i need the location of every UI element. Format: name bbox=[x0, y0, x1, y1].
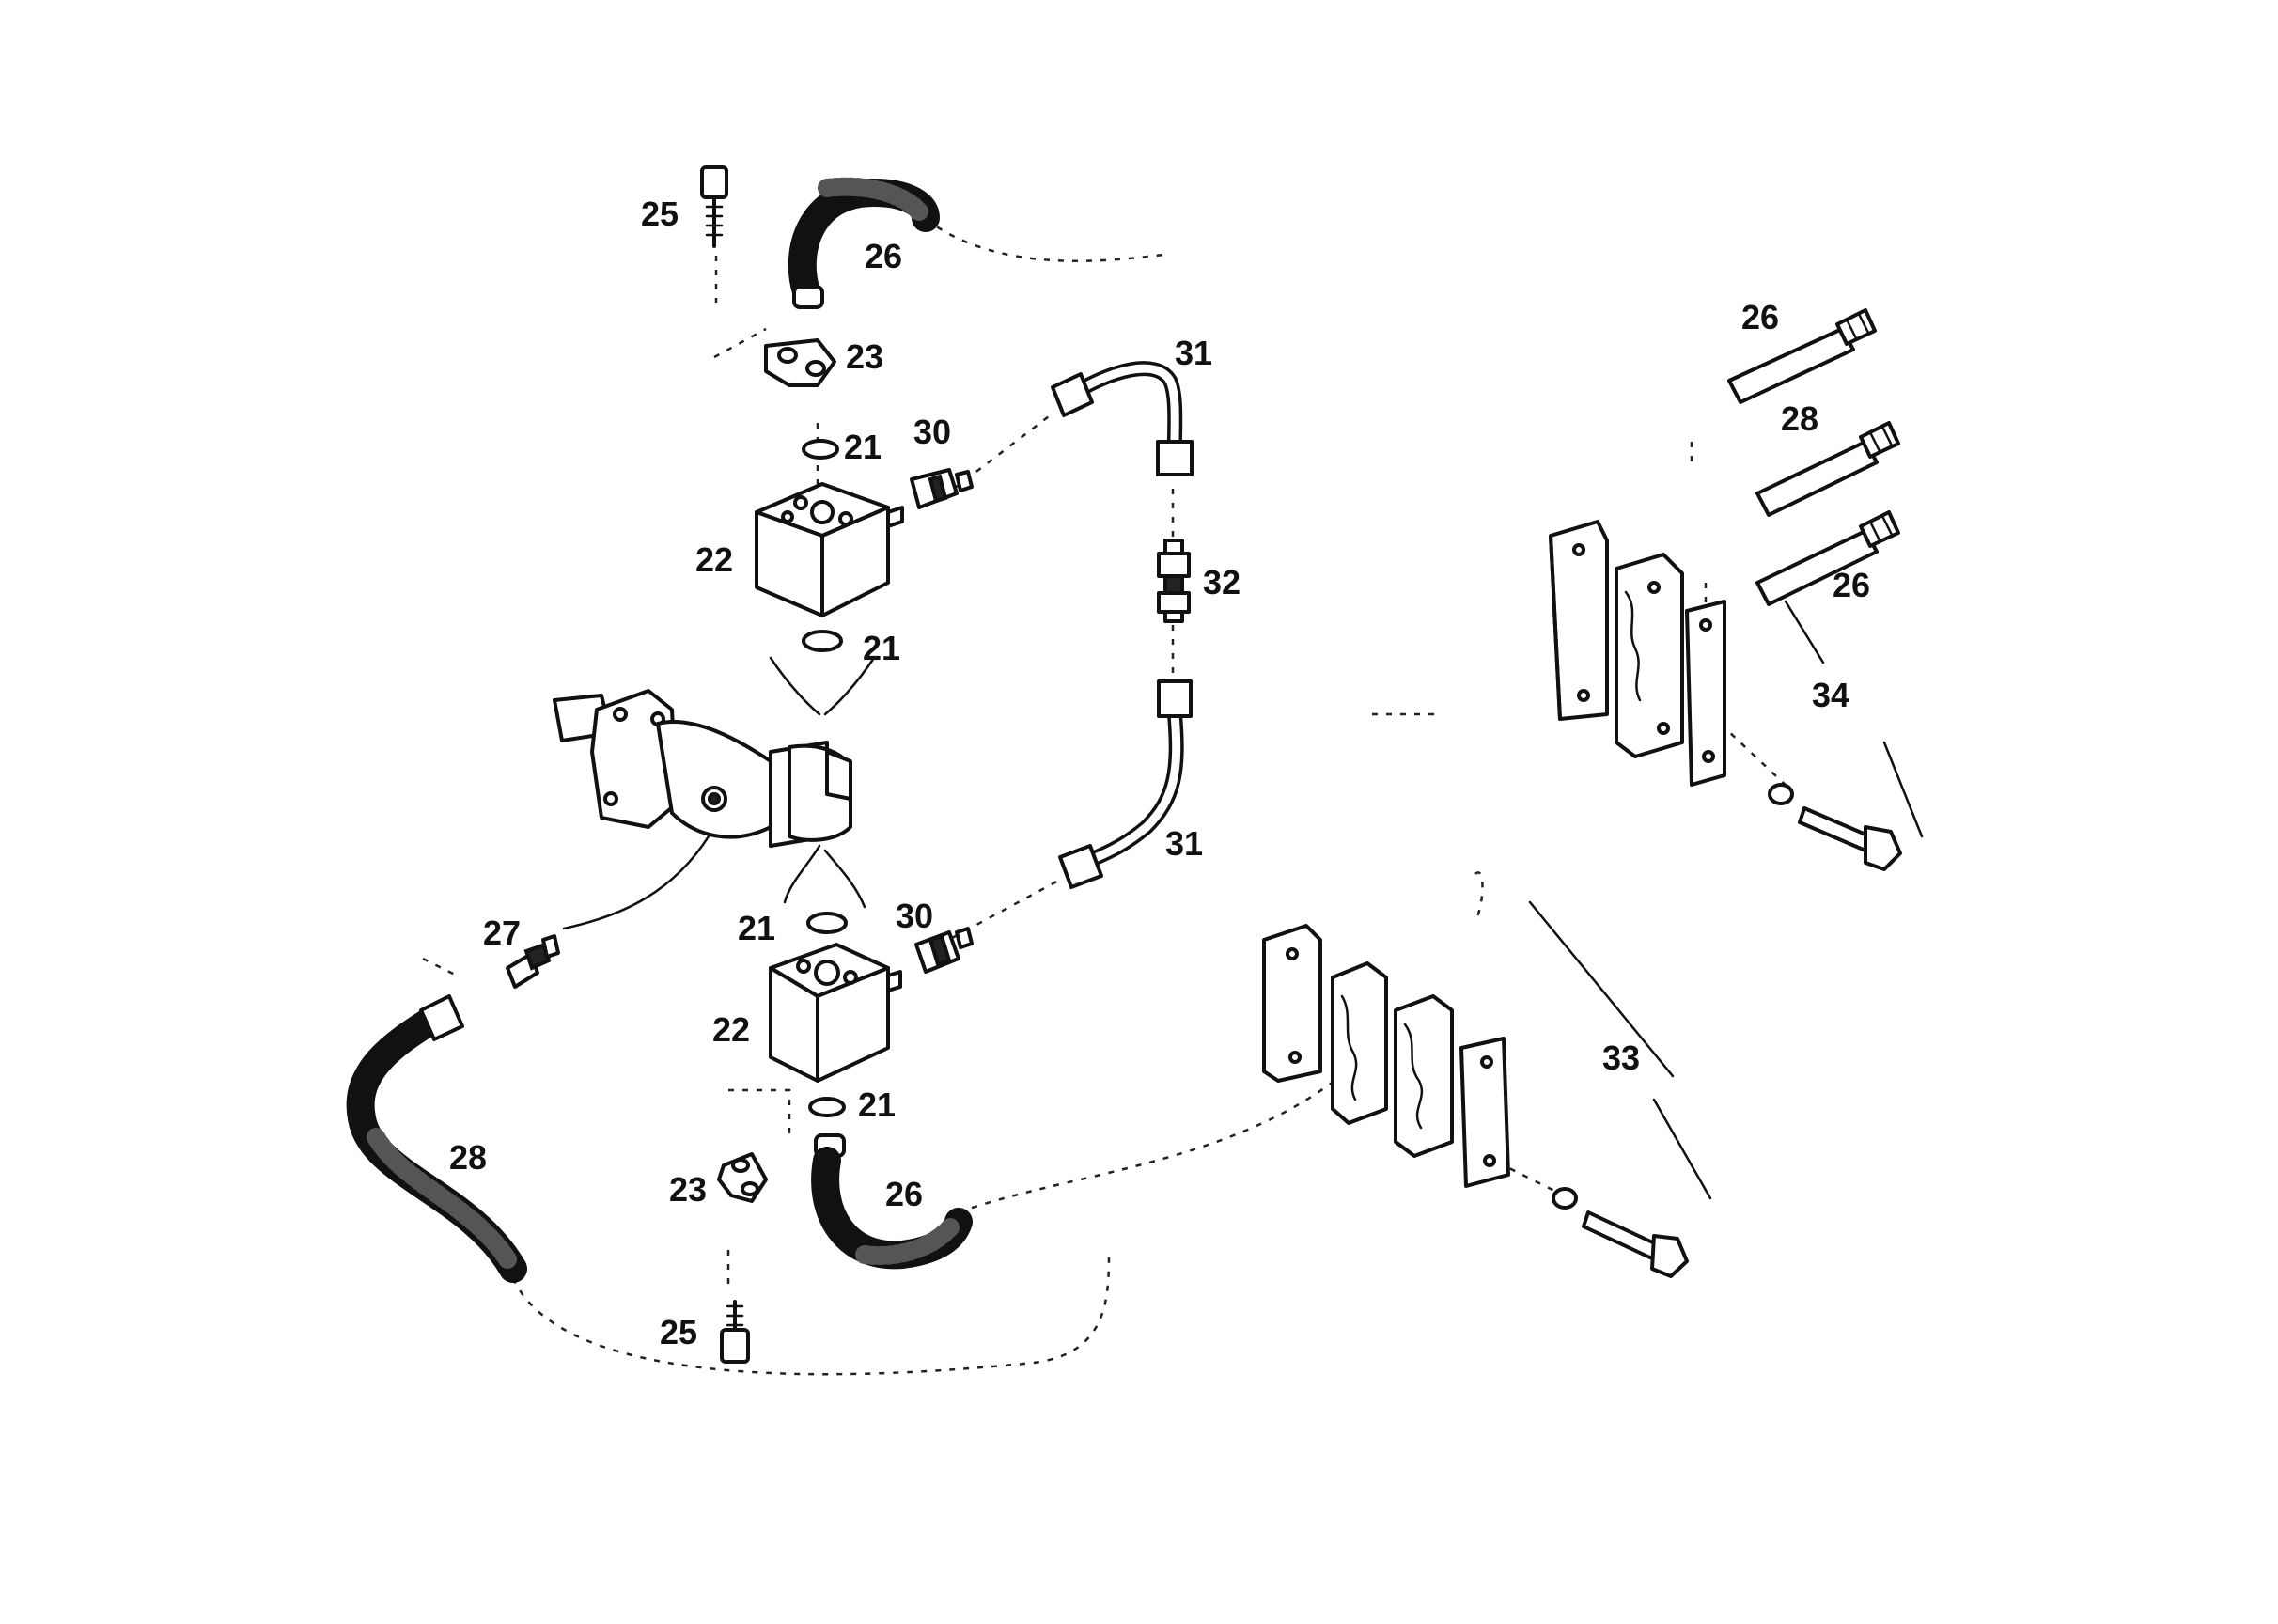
callout-22-bottom: 22 bbox=[712, 1010, 751, 1049]
bolt-25-top bbox=[700, 165, 728, 248]
callout-30-top: 30 bbox=[913, 413, 952, 451]
callout-21-c: 21 bbox=[738, 909, 776, 947]
callout-21-d: 21 bbox=[858, 1085, 897, 1124]
o-ring-21-b bbox=[802, 630, 843, 652]
callout-34: 34 bbox=[1812, 676, 1850, 714]
pump-housing bbox=[553, 689, 852, 848]
callout-33: 33 bbox=[1602, 1038, 1641, 1077]
callout-22-top: 22 bbox=[695, 540, 734, 579]
callout-25-bottom: 25 bbox=[660, 1313, 698, 1351]
callout-26-top: 26 bbox=[865, 237, 903, 275]
clamp-assembly-34 bbox=[1549, 520, 1902, 871]
clamp-23-top bbox=[764, 338, 836, 387]
callout-21-a: 21 bbox=[844, 428, 882, 466]
fitting-30-bottom bbox=[914, 927, 974, 974]
callout-30-bottom: 30 bbox=[896, 897, 934, 935]
callout-25-top: 25 bbox=[641, 195, 679, 233]
hose-26-bottom bbox=[811, 1133, 973, 1270]
callout-31-bottom: 31 bbox=[1165, 824, 1204, 863]
callout-23-top: 23 bbox=[846, 337, 884, 376]
hose-28-left bbox=[346, 994, 527, 1283]
callout-21-b: 21 bbox=[863, 629, 901, 667]
clamp-23-bottom bbox=[717, 1152, 768, 1203]
callout-26-bottom: 26 bbox=[885, 1175, 924, 1213]
callout-31-top: 31 bbox=[1175, 334, 1213, 372]
callout-28-right: 28 bbox=[1781, 399, 1819, 438]
tube-31-top bbox=[1051, 361, 1194, 476]
tube-31-bottom bbox=[1058, 679, 1193, 889]
hose-end-28-right bbox=[1755, 421, 1900, 517]
callout-32: 32 bbox=[1203, 563, 1241, 601]
valve-block-22-bottom bbox=[769, 943, 902, 1083]
callout-26-right-a: 26 bbox=[1741, 298, 1780, 336]
hose-26-top bbox=[788, 177, 940, 309]
leader-lines bbox=[562, 600, 1924, 1200]
o-ring-21-a bbox=[802, 439, 839, 460]
callout-27: 27 bbox=[483, 914, 522, 952]
callout-23-bottom: 23 bbox=[669, 1170, 708, 1209]
o-ring-21-d bbox=[808, 1097, 846, 1117]
hose-end-26-right-a bbox=[1727, 308, 1877, 404]
union-32 bbox=[1157, 539, 1191, 623]
fitting-27 bbox=[506, 934, 560, 989]
callout-28-hose: 28 bbox=[449, 1138, 488, 1177]
callout-26-right-b: 26 bbox=[1833, 566, 1871, 604]
fitting-30-top bbox=[910, 468, 974, 509]
clamp-assembly-33 bbox=[1262, 924, 1689, 1278]
o-ring-21-c bbox=[806, 912, 848, 934]
hose-end-26-right-b bbox=[1755, 510, 1900, 606]
bolt-25-bottom bbox=[720, 1300, 750, 1364]
valve-block-22-top bbox=[755, 482, 904, 617]
